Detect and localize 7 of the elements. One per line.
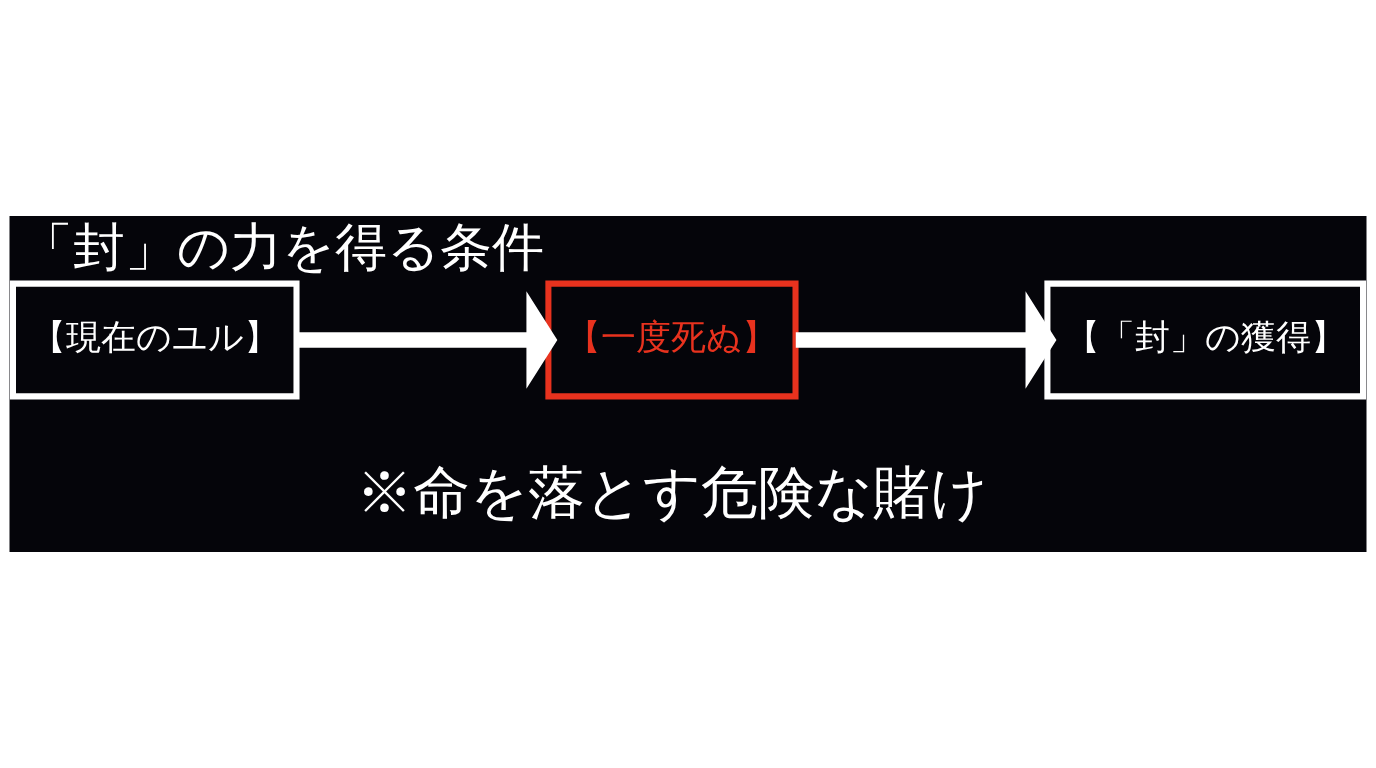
- label: ※命を落とす危険な賭け: [355, 458, 988, 525]
- node-box: 【一度死ぬ】: [545, 280, 799, 400]
- node-box: 【「封」の獲得】: [1044, 280, 1367, 400]
- arrow: [795, 291, 1057, 389]
- arrow: [296, 291, 558, 389]
- diagram-title: 「封」の力を得る条件: [20, 216, 544, 277]
- node-box: 【現在のユル】: [9, 280, 300, 400]
